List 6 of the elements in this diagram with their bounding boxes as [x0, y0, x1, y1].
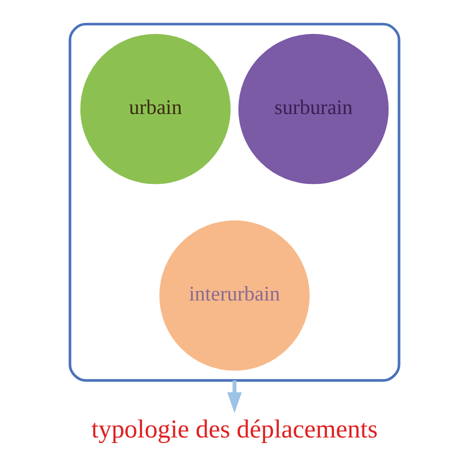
cluster: [68, 22, 400, 382]
node-circle: surburain: [238, 34, 388, 184]
arrow: [226, 380, 242, 414]
node-circle: interurbain: [158, 220, 310, 371]
node-circle: urbain: [80, 34, 230, 184]
node-text: typologie des déplacements: [90, 414, 378, 444]
